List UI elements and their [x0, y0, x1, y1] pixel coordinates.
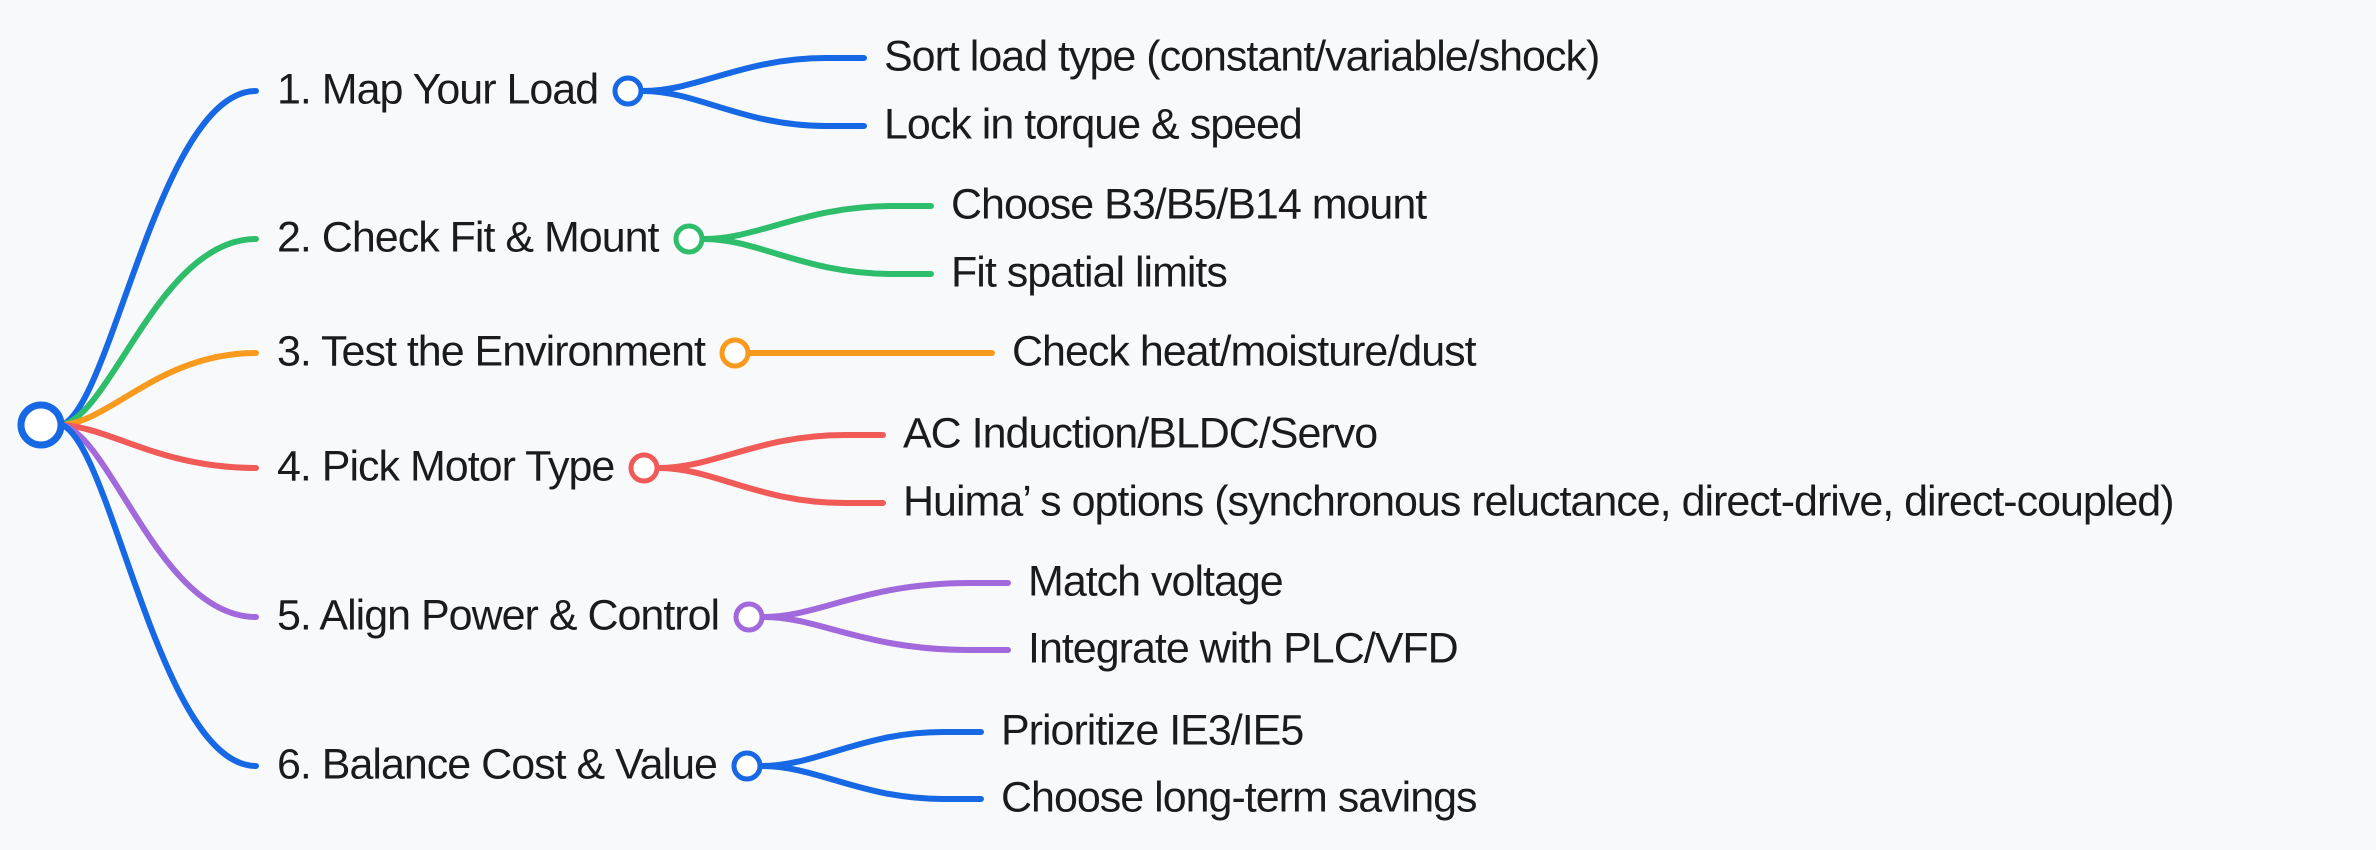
child-label[interactable]: AC Induction/BLDC/Servo: [903, 409, 1378, 458]
child-label[interactable]: Huima’ s options (synchronous reluctance…: [903, 477, 2175, 526]
child-label[interactable]: Choose B3/B5/B14 mount: [951, 180, 1427, 229]
child-connector-line: [640, 88, 867, 129]
topic-label[interactable]: 6. Balance Cost & Value: [277, 740, 718, 789]
child-connector-line: [761, 580, 1011, 620]
topic-label[interactable]: 5. Align Power & Control: [277, 591, 720, 640]
child-label[interactable]: Lock in torque & speed: [884, 100, 1303, 149]
child-label[interactable]: Integrate with PLC/VFD: [1028, 624, 1459, 673]
child-label[interactable]: Match voltage: [1028, 557, 1284, 606]
branch-node-circle[interactable]: [673, 223, 705, 255]
child-label[interactable]: Sort load type (constant/variable/shock): [884, 32, 1600, 81]
child-connector-line: [759, 763, 984, 802]
topic-label[interactable]: 4. Pick Motor Type: [277, 442, 615, 491]
branch-connector-line: [59, 350, 259, 428]
child-connector-line: [701, 236, 934, 277]
branch-connector-line: [59, 88, 259, 428]
child-label[interactable]: Choose long-term savings: [1001, 773, 1478, 822]
topic-label[interactable]: 3. Test the Environment: [277, 327, 706, 376]
child-connector-line: [656, 465, 886, 506]
root-node-circle[interactable]: [17, 401, 65, 449]
child-label[interactable]: Fit spatial limits: [951, 248, 1228, 297]
branch-connector-line: [59, 236, 259, 428]
branch-node-circle[interactable]: [731, 750, 763, 782]
branch-node-circle[interactable]: [733, 601, 765, 633]
child-connector-line: [701, 203, 934, 242]
topic-label[interactable]: 1. Map Your Load: [277, 65, 599, 114]
branch-connector-line: [59, 422, 259, 471]
child-connector-line: [759, 729, 984, 769]
child-connector-line: [656, 432, 886, 471]
branch-node-circle[interactable]: [612, 75, 644, 107]
child-connector-line: [640, 55, 867, 94]
child-connector-line: [761, 614, 1011, 653]
branch-connector-line: [59, 422, 259, 620]
child-label[interactable]: Check heat/moisture/dust: [1012, 327, 1477, 376]
topic-label[interactable]: 2. Check Fit & Mount: [277, 213, 659, 262]
child-label[interactable]: Prioritize IE3/IE5: [1001, 706, 1304, 755]
branch-node-circle[interactable]: [628, 452, 660, 484]
branch-connector-line: [59, 422, 259, 769]
branch-node-circle[interactable]: [719, 337, 751, 369]
